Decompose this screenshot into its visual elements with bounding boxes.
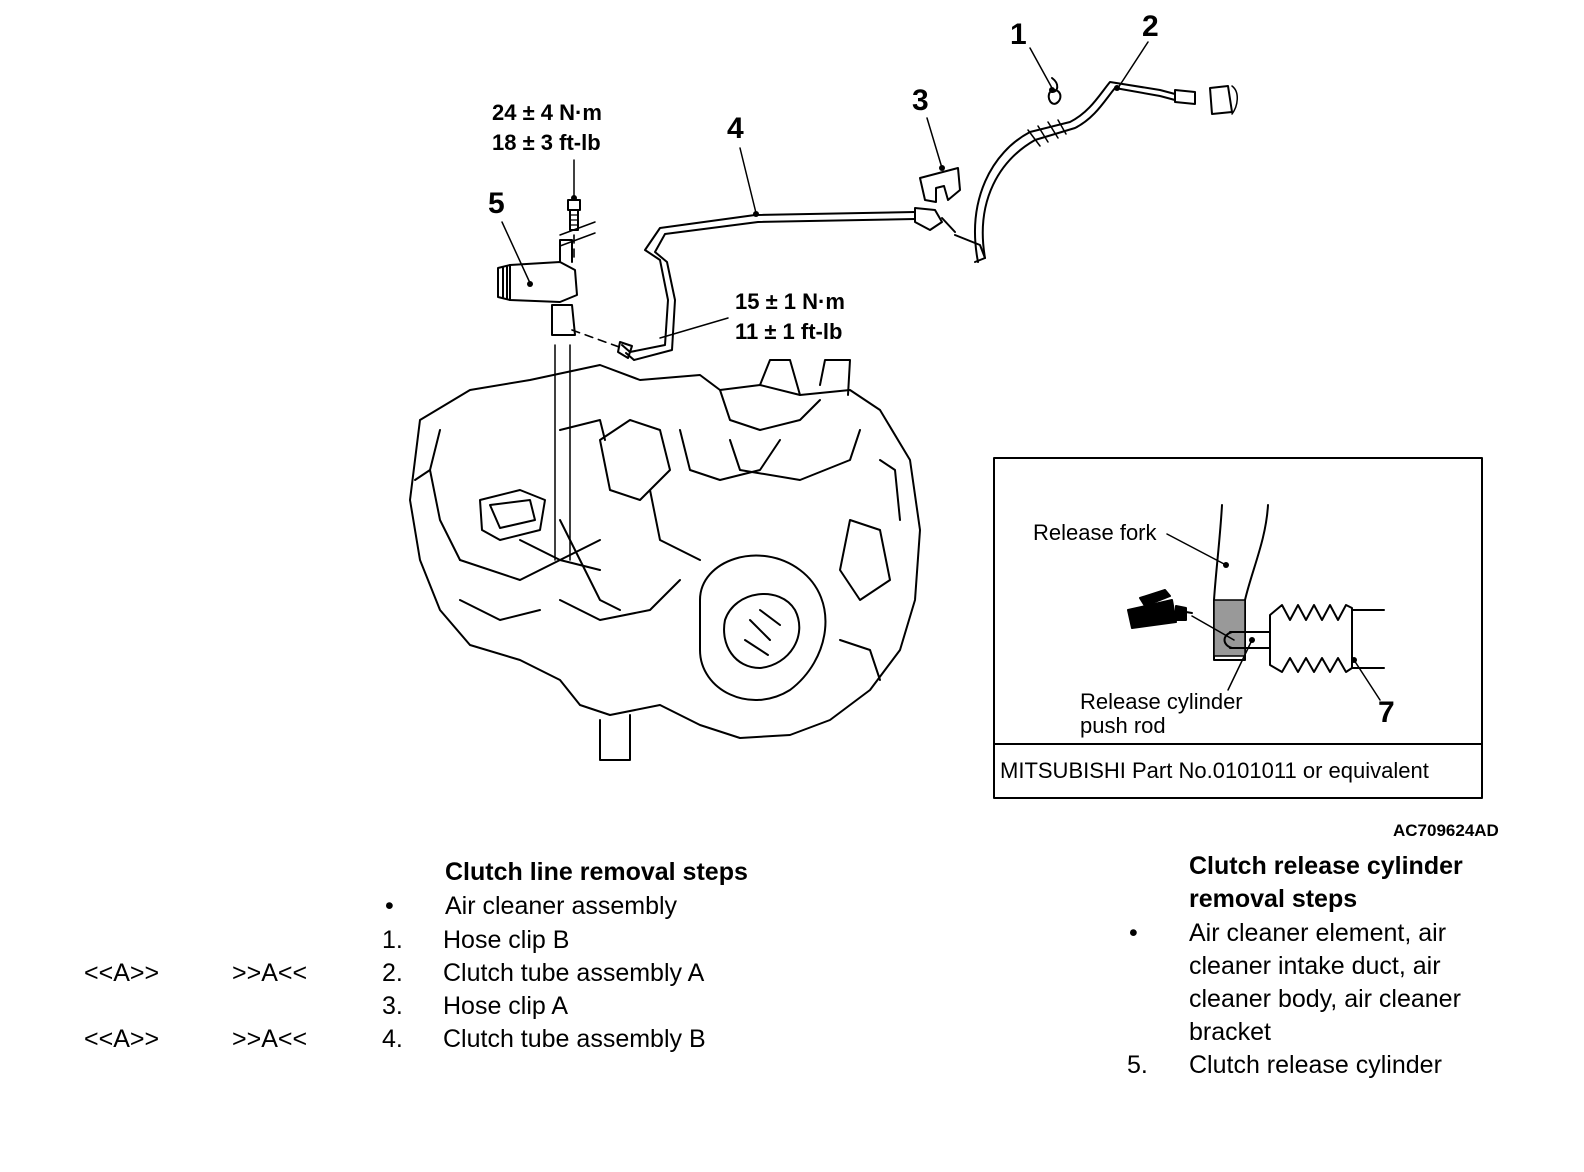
step-label: Clutch tube assembly A [443, 959, 705, 987]
callout-4: 4 [727, 112, 744, 145]
release-cylinder-drawing [497, 221, 596, 561]
callout-1: 1 [1010, 18, 1027, 51]
part-number-note: MITSUBISHI Part No.0101011 or equivalent [1000, 758, 1429, 783]
callout-7: 7 [1378, 696, 1395, 729]
step-marker: 4. [382, 1025, 403, 1053]
release-fork-label: Release fork [1033, 520, 1158, 545]
grease-icon [1127, 589, 1193, 629]
step-label-line: Air cleaner element, air [1189, 919, 1447, 947]
removal-service-point: <<A>> [84, 1025, 160, 1053]
step-marker: • [385, 892, 394, 920]
clutch-line-diagram: 1 2 3 4 5 24 ± 4 N·m 18 ± 3 ft-lb 15 ± 1… [409, 10, 1499, 840]
step-label: Hose clip A [443, 992, 569, 1020]
push-rod-label-line1: Release cylinder [1080, 689, 1243, 714]
step-label: Hose clip B [443, 926, 570, 954]
torque-spec-flare-nut-metric: 15 ± 1 N·m [735, 289, 845, 314]
install-service-point: >>A<< [232, 1025, 308, 1053]
step-label-line: Clutch release cylinder [1189, 1051, 1442, 1079]
hose-clip-a-drawing [919, 167, 961, 203]
assembly-guide-lines [571, 234, 623, 349]
release-cylinder-title-line1: Clutch release cylinder [1189, 852, 1463, 880]
removal-service-point: <<A>> [84, 959, 160, 987]
callout-3: 3 [912, 84, 929, 117]
step-label: Air cleaner assembly [445, 892, 678, 920]
bolt-drawing [567, 199, 581, 231]
callout-5: 5 [488, 187, 505, 220]
step-marker: 2. [382, 959, 403, 987]
push-rod-label-line2: push rod [1080, 713, 1166, 738]
torque-spec-flare-nut-imperial: 11 ± 1 ft-lb [735, 319, 842, 344]
step-label-line: cleaner body, air cleaner [1189, 985, 1461, 1013]
callout-2: 2 [1142, 10, 1159, 43]
figure-id: AC709624AD [1393, 821, 1499, 840]
step-marker: 3. [382, 992, 403, 1020]
torque-spec-bolt-imperial: 18 ± 3 ft-lb [492, 130, 601, 155]
step-label-line: bracket [1189, 1018, 1271, 1046]
clutch-tube-assembly-a-drawing [954, 81, 1238, 263]
step-marker: 1. [382, 926, 403, 954]
step-marker: 5. [1127, 1051, 1148, 1079]
transaxle-drawing [409, 359, 921, 761]
leader-lines [501, 41, 1149, 339]
clutch-tube-assembly-b-drawing [617, 207, 956, 361]
step-label-line: cleaner intake duct, air [1189, 952, 1441, 980]
inset-detail [993, 457, 1483, 799]
release-cylinder-title-line2: removal steps [1189, 885, 1358, 913]
step-marker: • [1129, 919, 1138, 947]
step-label: Clutch tube assembly B [443, 1025, 706, 1053]
clutch-line-title: Clutch line removal steps [445, 858, 748, 886]
torque-spec-bolt-metric: 24 ± 4 N·m [492, 100, 602, 125]
install-service-point: >>A<< [232, 959, 308, 987]
